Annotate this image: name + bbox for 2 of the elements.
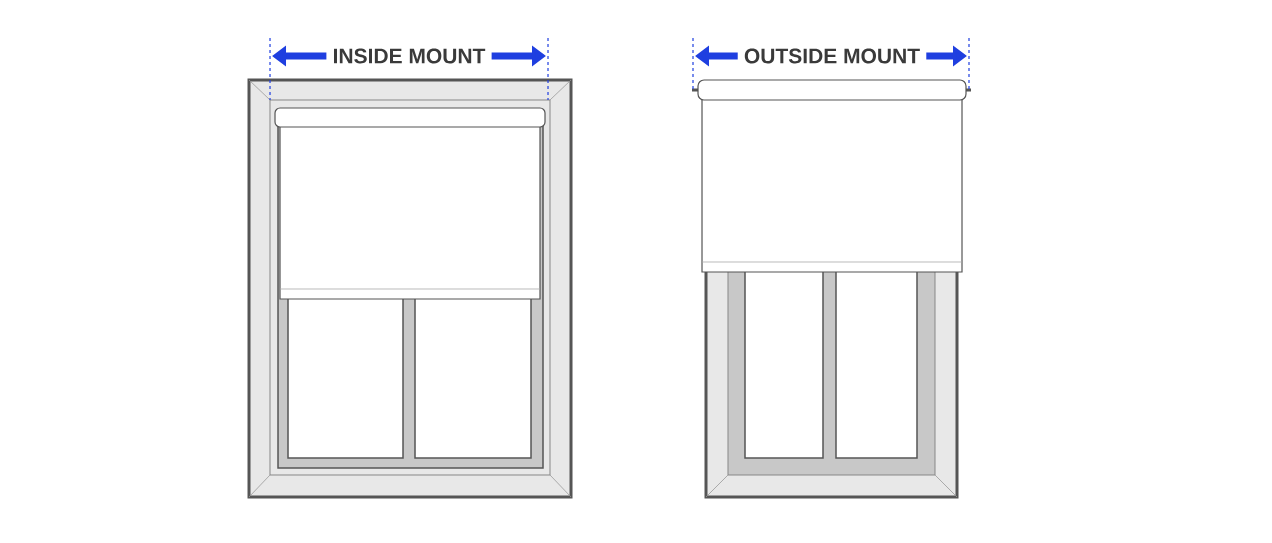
dimension-label: INSIDE MOUNT — [334, 48, 486, 64]
dimension-label: OUTSIDE MOUNT — [744, 48, 920, 64]
